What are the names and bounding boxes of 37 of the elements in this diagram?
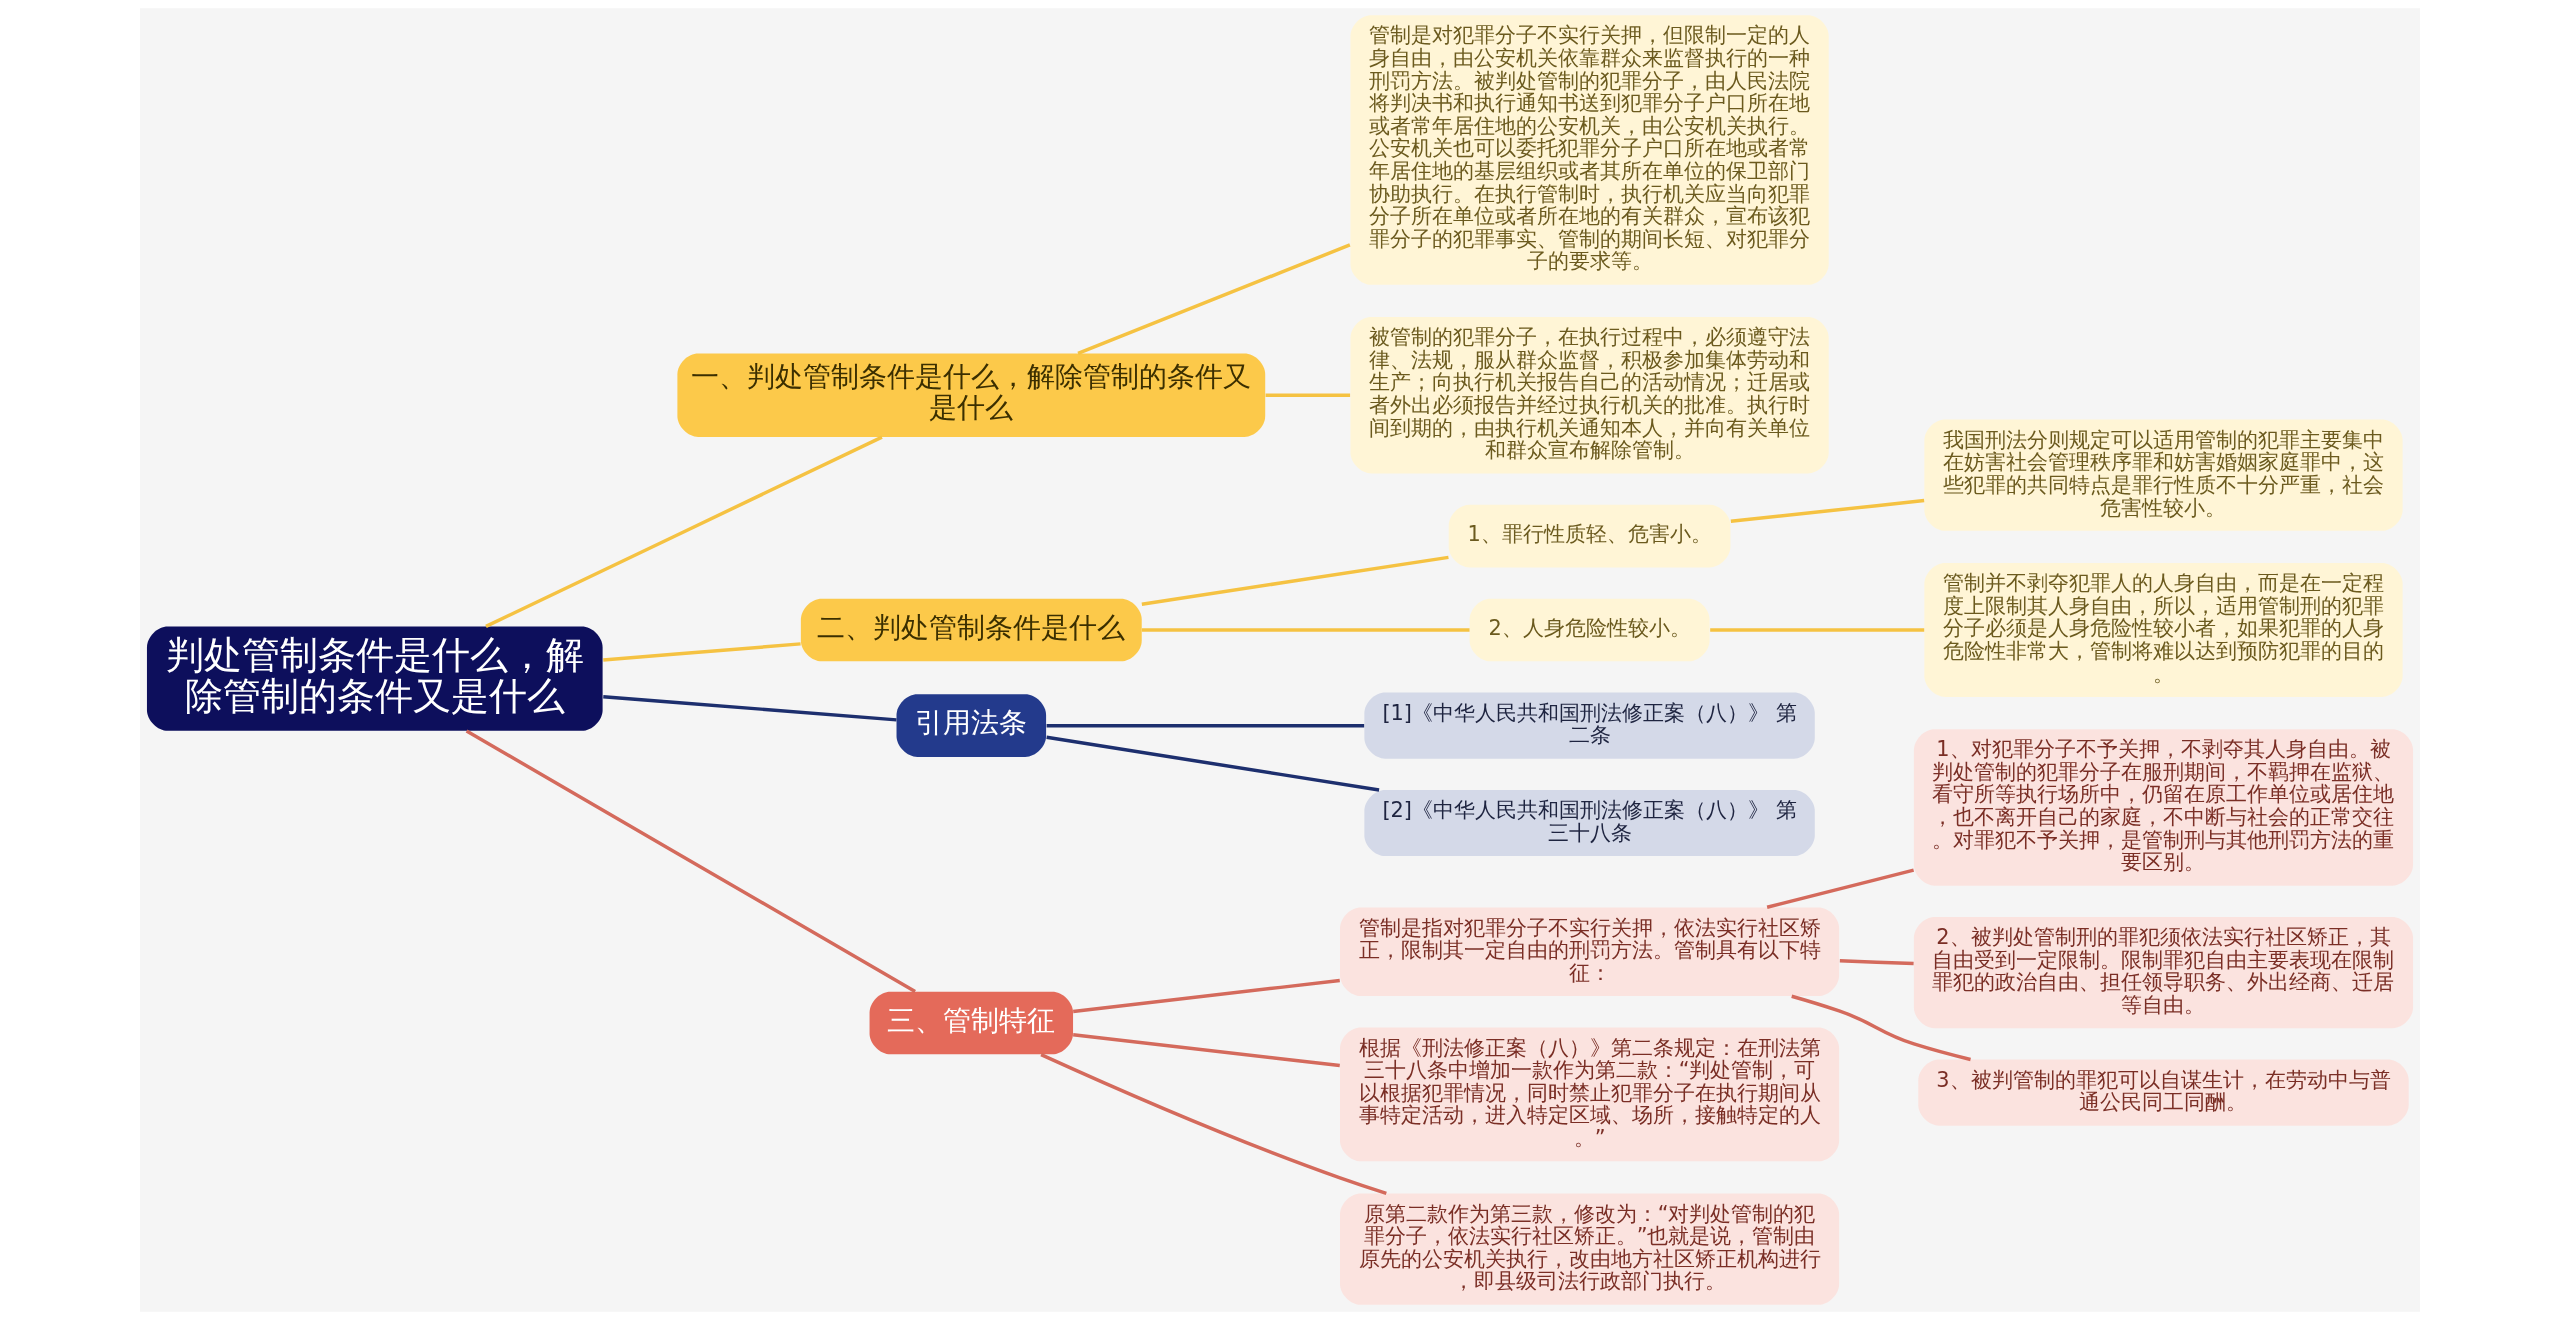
node-box: 二、判处管制条件是什么 xyxy=(800,598,1142,662)
node-box: [2]《中华人民共和国刑法修正案（八）》 第三十八条 xyxy=(1364,790,1815,857)
connector xyxy=(1141,555,1449,606)
node-box: 三、管制特征 xyxy=(869,991,1074,1055)
node-box: 2、被判处管制刑的罪犯须依法实行社区矫正，其自由受到一定限制。限制罪犯自由主要表现在限制罪犯的政治自由、担任领导职务、外出经商、迁居等自由。 xyxy=(1913,916,2414,1029)
node-box: 判处管制条件是什么，解除管制的条件又是什么 xyxy=(146,626,603,731)
connector xyxy=(1072,978,1340,1014)
connector xyxy=(1730,498,1925,523)
connector xyxy=(603,694,897,722)
node-box: 根据《刑法修正案（八）》第二条规定：在刑法第三十八条中增加一款作为第二款：“判处管制，可以根据犯罪情况，同时禁止犯罪分子在执行期间从事特定活动，进入特定区域、场所，接触特定的人。” xyxy=(1340,1027,1840,1162)
node-box: 管制是对犯罪分子不实行关押，但限制一定的人身自由，由公安机关依靠群众来监督执行的一种刑罚方法。被判处管制的犯罪分子，由人民法院将判决书和执行通知书送到犯罪分子户口所在地或者常年居住地的公安机关，由公安机关执行。公安机关也可以委托犯罪分子户口所在地或者常年居住地的基层组织或者其所在单位的保卫部门协助执行。在执行管制时，执行机关应当向犯罪分子所在单位或者所在地的有关群众，宣布该犯罪分子的犯罪事实、管制的期间长短、对犯罪分子的要求等。 xyxy=(1350,15,1829,285)
connector xyxy=(1077,243,1351,355)
node-box: 我国刑法分则规定可以适用管制的犯罪主要集中在妨害社会管理秩序罪和妨害婚姻家庭罪中，这些犯罪的共同特点是罪行性质不十分严重，社会危害性较小。 xyxy=(1924,419,2403,531)
connector xyxy=(1265,393,1351,397)
node-box: [1]《中华人民共和国刑法修正案（八）》 第二条 xyxy=(1364,692,1815,759)
node-box: 引用法条 xyxy=(896,694,1047,757)
connector xyxy=(485,435,883,628)
node-box: 2、人身危险性较小。 xyxy=(1469,598,1710,662)
connector xyxy=(603,642,801,662)
connector xyxy=(1046,723,1365,728)
connector xyxy=(1141,628,1470,632)
node-box: 原第二款作为第三款，修改为：“对判处管制的犯罪分子，依法实行社区矫正。”也就是说，管制由原先的公安机关执行，改由地方社区矫正机构进行，即县级司法行政部门执行。 xyxy=(1340,1193,1840,1305)
node-box: 1、对犯罪分子不予关押，不剥夺其人身自由。被判处管制的犯罪分子在服刑期间，不羁押在监狱、看守所等执行场所中，仍留在原工作单位或居住地，也不离开自己的家庭，不中断与社会的正常交往。对罪犯不予关押，是管制刑与其他刑罚方法的重要区别。 xyxy=(1913,729,2414,886)
connector xyxy=(465,729,916,993)
node-box: 1、罪行性质轻、危害小。 xyxy=(1448,504,1731,568)
node-box: 被管制的犯罪分子，在执行过程中，必须遵守法律、法规，服从群众监督，积极参加集体劳动和生产；向执行机关报告自己的活动情况；迁居或者外出必须报告并经过执行机关的批准。执行时间到期的，由执行机关通知本人，并向有关单位和群众宣布解除管制。 xyxy=(1350,316,1829,474)
connector xyxy=(1766,868,1915,909)
connector xyxy=(1073,1032,1340,1068)
node-box: 管制并不剥夺犯罪人的人身自由，而是在一定程度上限制其人身自由，所以，适用管制刑的犯罪分子必须是人身危险性较小者，如果犯罪的人身危险性非常大，管制将难以达到预防犯罪的目的。 xyxy=(1924,563,2403,697)
connector xyxy=(1046,735,1380,792)
node-box: 3、被判管制的罪犯可以自谋生计，在劳动中与普通公民同工同酬。 xyxy=(1918,1059,2409,1126)
node-box: 一、判处管制条件是什么，解除管制的条件又是什么 xyxy=(677,353,1266,437)
connector xyxy=(1791,994,1971,1062)
node-box: 管制是指对犯罪分子不实行关押，依法实行社区矫正，限制其一定自由的刑罚方法。管制具有以下特征： xyxy=(1340,907,1840,997)
connector xyxy=(1040,1053,1387,1195)
connector xyxy=(1710,628,1925,632)
connector xyxy=(1839,959,1914,966)
